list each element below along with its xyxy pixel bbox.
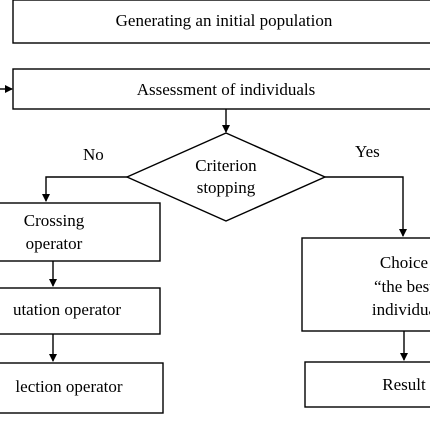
init-box xyxy=(12,0,430,44)
selection-label: lection operator xyxy=(15,377,122,396)
assess-box xyxy=(12,68,430,110)
choice-label-line2: “the best xyxy=(374,277,430,296)
result-box xyxy=(304,361,430,408)
mutation-label: utation operator xyxy=(13,300,121,319)
criterion-label-line2: stopping xyxy=(197,178,256,197)
arrow-no-to-crossing xyxy=(42,176,127,202)
choice-label-line1: Choice xyxy=(380,253,428,272)
crossing-label-line1: Crossing xyxy=(24,211,85,230)
init-label: Generating an initial population xyxy=(116,11,333,30)
criterion-diamond xyxy=(125,132,327,222)
choice-label-line3: individua xyxy=(372,300,430,319)
edge-label-no: No xyxy=(83,145,104,164)
result-label: Result xyxy=(382,375,426,394)
assess-label: Assessment of individuals xyxy=(137,80,316,99)
crossing-box xyxy=(0,202,161,262)
mutation-box xyxy=(0,287,161,335)
choice-box xyxy=(301,237,430,332)
arrow-yes-to-choice xyxy=(325,176,407,237)
selection-box xyxy=(0,362,164,414)
crossing-label-line2: operator xyxy=(26,234,83,253)
criterion-label-line1: Criterion xyxy=(195,156,257,175)
edge-label-yes: Yes xyxy=(355,142,380,161)
